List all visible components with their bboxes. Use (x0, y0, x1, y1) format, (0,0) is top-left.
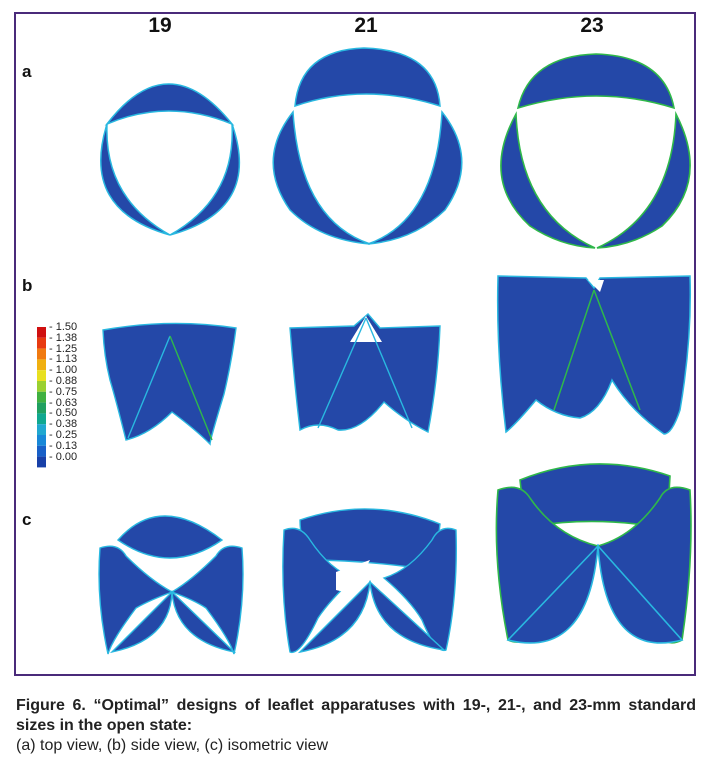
legend-swatch (37, 391, 46, 403)
isometric-view-21 (282, 508, 457, 654)
legend-swatch (37, 435, 46, 446)
legend-swatch (37, 402, 46, 414)
isometric-view-23 (495, 463, 692, 644)
side-view-23 (496, 275, 692, 435)
row-label-c: c (22, 510, 32, 529)
isometric-view-19 (98, 515, 244, 655)
top-view-23 (500, 53, 691, 249)
figure-panels (37, 47, 692, 655)
column-header-19: 19 (148, 14, 172, 37)
caption-title: Figure 6. “Optimal” designs of leaflet a… (16, 697, 696, 734)
row-label-b: b (22, 276, 33, 295)
legend-tick-label: - 0.13 (49, 439, 78, 452)
legend-tick-label: - 0.38 (49, 418, 78, 431)
legend-swatch (37, 327, 46, 338)
legend-tick-label: - 1.50 (49, 321, 78, 333)
legend-tick-label: - 0.00 (49, 450, 78, 463)
figure-caption: Figure 6. “Optimal” designs of leaflet a… (16, 696, 696, 756)
legend-swatch (37, 413, 46, 425)
legend-colorbar (37, 327, 46, 468)
legend-swatch (37, 348, 46, 360)
legend-tick-label: - 0.75 (49, 385, 78, 398)
legend-tick-label: - 0.25 (49, 429, 78, 441)
figure-frame (14, 12, 696, 676)
legend-tick-label: - 0.63 (49, 396, 78, 409)
column-header-23: 23 (580, 14, 604, 37)
caption-subtitle: (a) top view, (b) side view, (c) isometr… (16, 737, 329, 754)
row-label-a: a (22, 62, 32, 81)
side-view-19 (102, 322, 237, 446)
legend-swatch (37, 456, 46, 468)
legend-swatch (37, 424, 46, 435)
legend-swatch (37, 359, 46, 371)
legend-swatch (37, 337, 46, 349)
legend-tick-label: - 0.50 (49, 407, 78, 420)
side-view-21 (289, 313, 441, 434)
legend-tick-label: - 1.13 (49, 353, 78, 366)
top-view-21 (272, 47, 463, 245)
legend-tick-label: - 0.88 (49, 375, 78, 387)
legend-tick-label: - 1.38 (49, 331, 78, 344)
top-view-19 (100, 83, 241, 236)
legend-tick-label: - 1.00 (49, 364, 78, 377)
legend-tick-label: - 1.25 (49, 342, 78, 355)
legend-swatch (37, 370, 46, 381)
legend-swatch (37, 381, 46, 392)
column-header-21: 21 (354, 14, 378, 37)
legend-swatch (37, 445, 46, 457)
